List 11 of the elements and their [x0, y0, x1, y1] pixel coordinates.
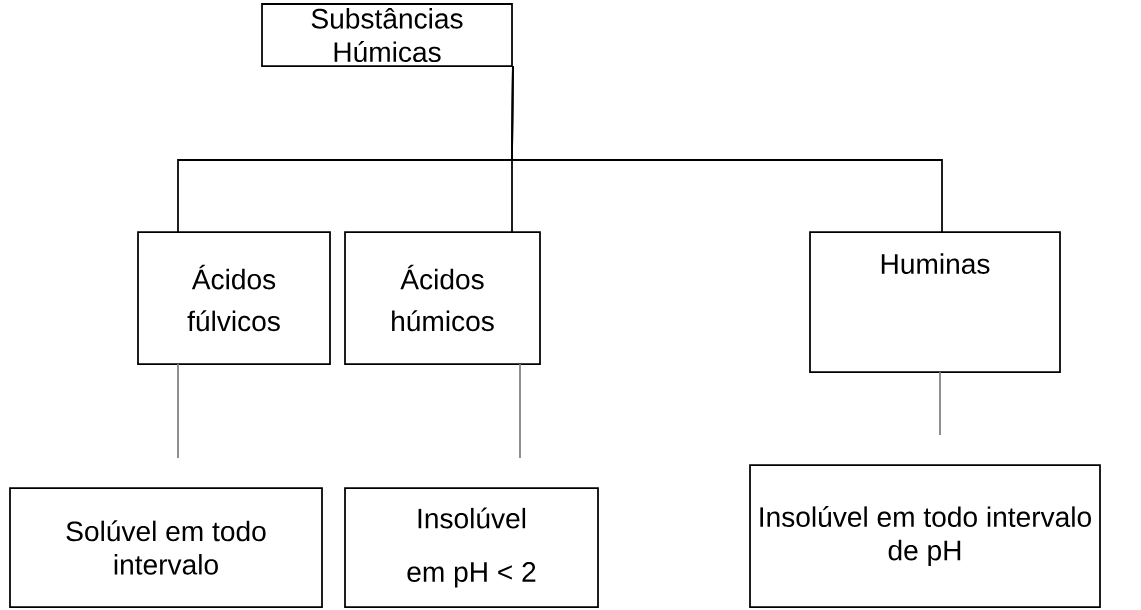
connector-line: [511, 66, 943, 233]
connector-line: [519, 363, 521, 459]
connector-line: [177, 363, 179, 459]
text-box: Insolúvel em pH < 2: [344, 487, 599, 608]
text-box: Ácidos húmicos: [344, 231, 541, 365]
text-box: Huminas: [809, 231, 1061, 373]
text-box: Insolúvel em todo intervalo de pH: [749, 464, 1101, 608]
text-box: Ácidos fúlvicos: [137, 231, 331, 365]
text-box: Solúvel em todo intervalo: [9, 487, 323, 608]
text-box: Substâncias Húmicas: [261, 3, 513, 67]
connector-line: [939, 371, 941, 436]
